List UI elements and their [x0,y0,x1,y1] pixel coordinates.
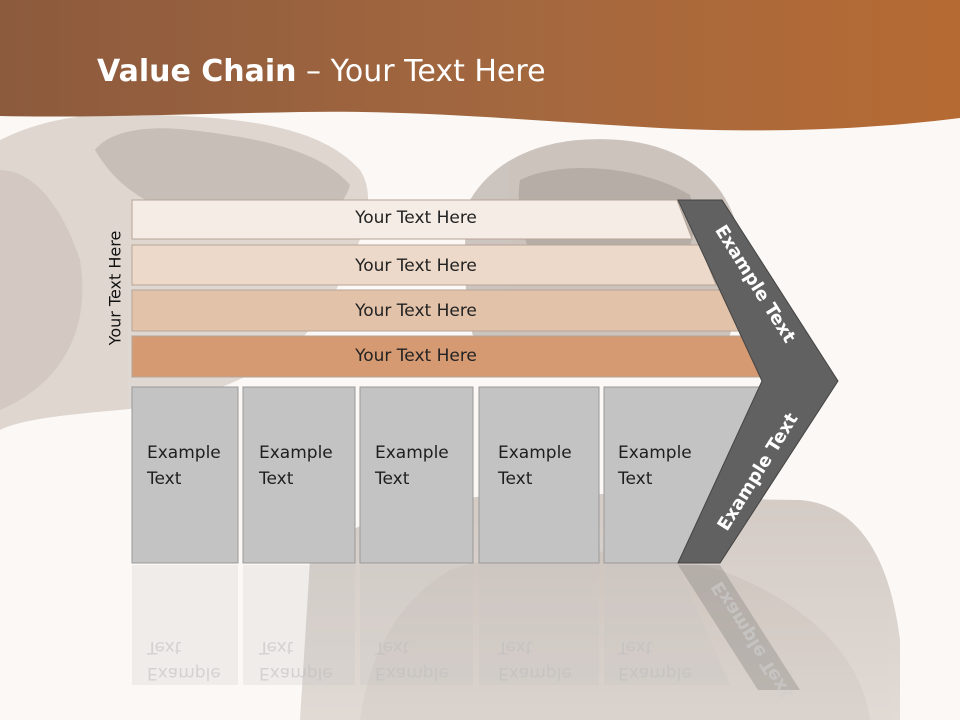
bar-label-2: Your Text Here [355,256,477,276]
side-label: Your Text Here [105,230,125,346]
title-bold: Value Chain [97,54,297,89]
chevron-reflection [678,565,800,690]
box-shape-1 [131,386,239,564]
bar-shape-2 [131,244,717,286]
page-title: Value Chain – Your Text Here [97,54,546,89]
bar-label-1: Your Text Here [355,208,477,228]
header-band [0,0,960,131]
chevron-arrow [677,199,839,564]
box-shape-4 [478,386,600,564]
bar-shape-1 [131,199,693,240]
bar-label-4: Your Text Here [355,346,477,366]
box-shape-2 [242,386,356,564]
box-shape-3 [359,386,474,564]
box-reflection-shape-1 [132,565,238,685]
box-reflection-shape-5 [604,565,730,685]
box-reflection-shape-3 [360,565,473,685]
box-reflection-shape-2 [243,565,355,685]
bar-label-3: Your Text Here [355,301,477,321]
box-reflection-shape-4 [479,565,599,685]
title-rest: – Your Text Here [296,54,546,89]
